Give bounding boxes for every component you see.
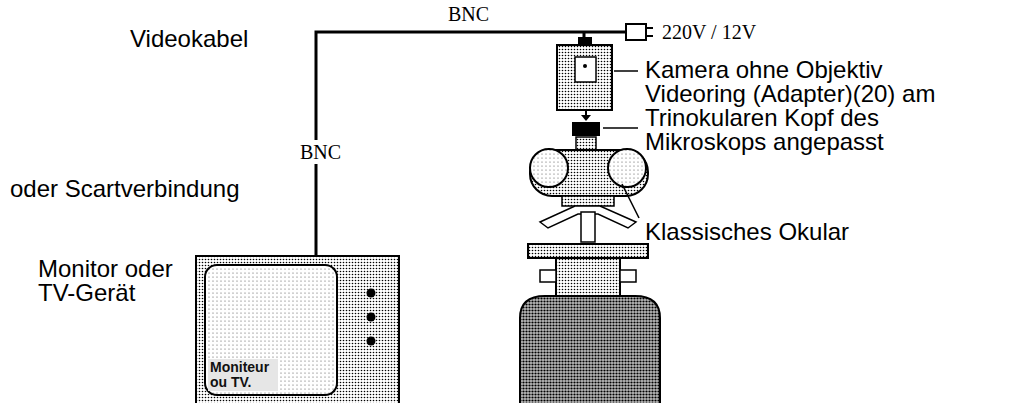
camera-window <box>575 57 596 82</box>
cable-label: oder Scartverbindung <box>10 177 239 201</box>
plug-prong <box>646 27 653 29</box>
monitor-box: Moniteur ou TV. <box>195 255 400 403</box>
microscope-column <box>556 258 620 296</box>
focus-knob <box>620 270 636 282</box>
cable-label: Videokabel <box>130 27 248 51</box>
power-plug <box>626 24 646 40</box>
eyepiece <box>608 149 646 187</box>
trinocular-head <box>530 150 648 196</box>
monitor-knob <box>367 313 376 322</box>
leader-line <box>603 127 638 129</box>
monitor-case <box>196 256 399 403</box>
monitor-knob <box>367 289 376 298</box>
connector-label: BNC <box>448 3 489 25</box>
leader-line <box>622 184 639 218</box>
video-adapter <box>572 122 600 136</box>
video-cable <box>316 32 626 255</box>
connector-label: BNC <box>298 140 343 164</box>
part-label: Videoring (Adapter)(20) am Trinokularen … <box>645 82 947 154</box>
part-label: Kamera ohne Objektiv <box>645 58 882 82</box>
eyepiece <box>530 149 568 187</box>
trinocular-tube <box>576 137 596 150</box>
voltage-label: 220V / 12V <box>662 21 756 43</box>
leader-line <box>614 70 638 72</box>
focus-knob <box>540 270 556 282</box>
monitor-screen <box>205 265 337 395</box>
microscope-arm <box>562 196 614 206</box>
mount-arrow-head <box>581 115 591 121</box>
part-label: Klassisches Okular <box>645 220 849 244</box>
camera-body <box>557 45 612 110</box>
monitor-knob <box>367 337 376 346</box>
camera-dot <box>583 64 587 68</box>
part-label: Monitor oder TV-Gerät <box>38 257 194 305</box>
microscope-stage <box>528 244 648 258</box>
screen-text: Moniteur ou TV. <box>208 359 278 391</box>
plug-prong <box>646 35 653 37</box>
objective <box>581 212 595 242</box>
microscope-base <box>520 296 660 403</box>
